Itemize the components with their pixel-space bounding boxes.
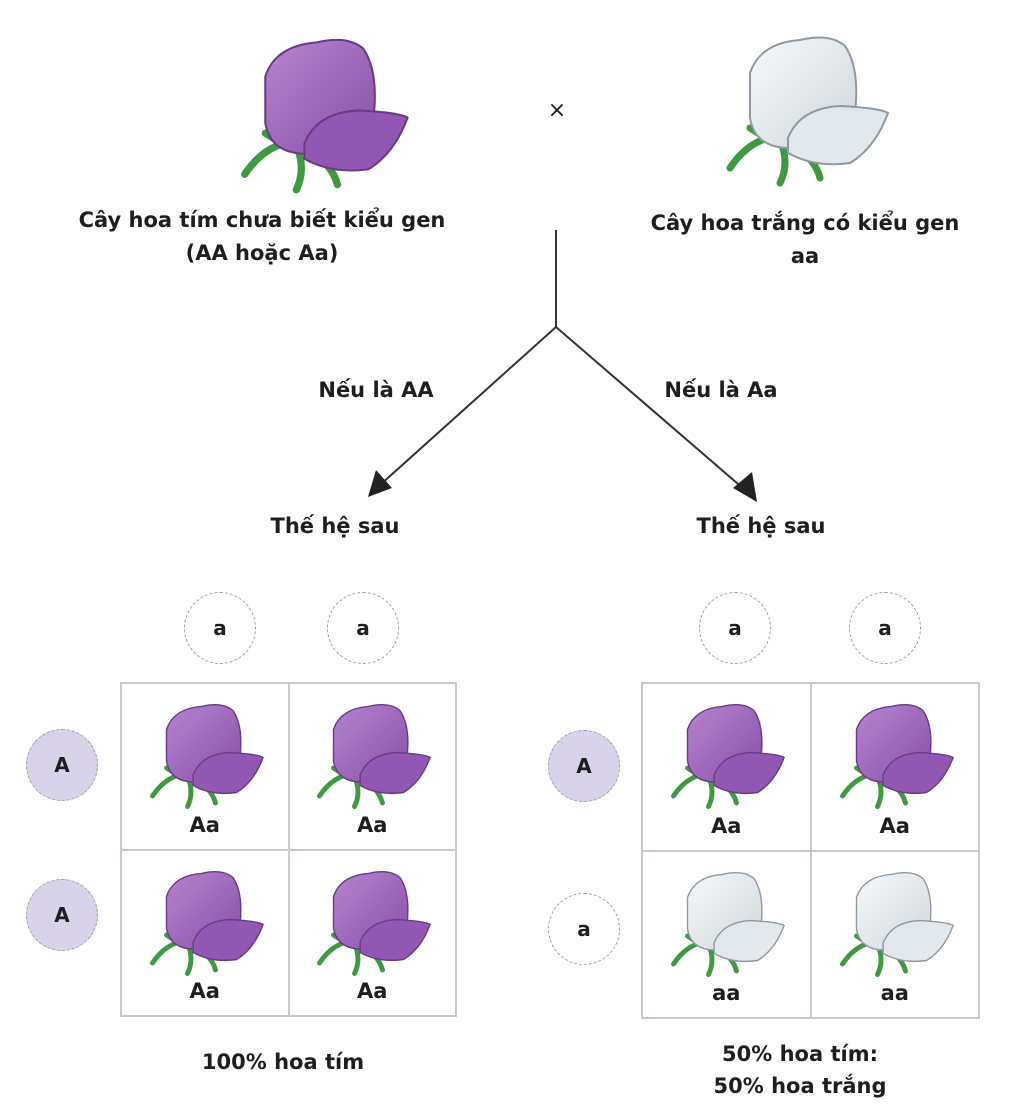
condition-right: Nếu là Aa xyxy=(664,378,778,402)
right-parent-label: Cây hoa trắng có kiểu gen xyxy=(650,211,960,235)
result-left: 100% hoa tím xyxy=(201,1050,365,1074)
genotype-label: Aa xyxy=(189,812,220,837)
purple-flower-parent-icon xyxy=(245,40,408,190)
punnett-cell: aa xyxy=(810,850,979,1018)
gamete-circle-dominant: A xyxy=(26,729,98,801)
punnett-cell: aa xyxy=(642,850,811,1018)
genotype-label: aa xyxy=(712,981,741,1005)
gamete-circle: a xyxy=(184,592,256,664)
genotype-label: Aa xyxy=(711,813,742,838)
genotype-label: Aa xyxy=(189,979,220,1003)
punnett-square-right: Aa Aa aa aa xyxy=(641,682,980,1019)
gamete-circle: a xyxy=(849,592,921,664)
gamete-circle: a xyxy=(327,592,399,664)
punnett-cell: Aa xyxy=(642,683,811,851)
purple-flower-icon xyxy=(666,698,786,810)
right-parent-genotype: aa xyxy=(790,244,820,268)
gamete-circle: a xyxy=(699,592,771,664)
gamete-circle-dominant: A xyxy=(26,879,98,951)
generation-left: Thế hệ sau xyxy=(270,514,400,538)
punnett-square-left: Aa Aa Aa Aa xyxy=(120,682,457,1017)
generation-right: Thế hệ sau xyxy=(696,514,826,538)
punnett-cell: Aa xyxy=(121,849,289,1016)
result-right-line1: 50% hoa tím: xyxy=(722,1042,878,1066)
genotype-label: Aa xyxy=(357,812,388,837)
left-parent-genotype: (AA hoặc Aa) xyxy=(185,241,339,265)
arrowhead-right-icon xyxy=(733,472,757,502)
punnett-cell: Aa xyxy=(121,683,289,850)
arrowhead-left-icon xyxy=(368,470,392,497)
purple-flower-icon xyxy=(312,865,432,977)
purple-flower-icon xyxy=(145,865,265,977)
cross-symbol: × xyxy=(547,98,567,123)
punnett-cell: Aa xyxy=(288,849,456,1016)
left-parent-label: Cây hoa tím chưa biết kiểu gen xyxy=(78,208,446,232)
result-right-line2: 50% hoa trắng xyxy=(713,1074,887,1098)
white-flower-icon xyxy=(835,866,955,978)
branch-line-left xyxy=(379,326,557,486)
gamete-circle-dominant: A xyxy=(548,730,620,802)
white-flower-parent-icon xyxy=(730,38,888,183)
purple-flower-icon xyxy=(835,698,955,810)
branch-line-right xyxy=(555,326,746,491)
punnett-cell: Aa xyxy=(810,683,979,851)
condition-left: Nếu là AA xyxy=(318,378,434,402)
genotype-label: Aa xyxy=(357,979,388,1003)
genotype-label: aa xyxy=(880,981,909,1005)
white-flower-icon xyxy=(666,866,786,978)
gamete-circle: a xyxy=(548,893,620,965)
genotype-label: Aa xyxy=(879,813,910,838)
purple-flower-icon xyxy=(312,698,432,810)
purple-flower-icon xyxy=(145,698,265,810)
punnett-cell: Aa xyxy=(288,683,456,850)
